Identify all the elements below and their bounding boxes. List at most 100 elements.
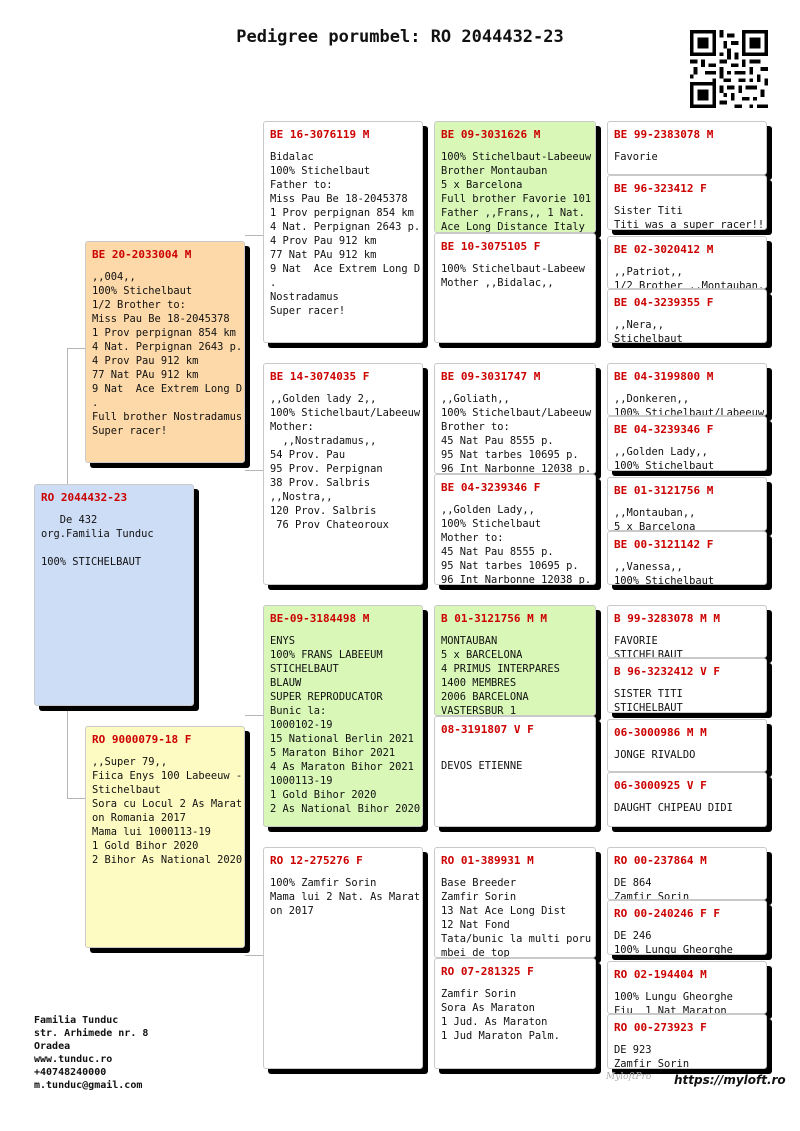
ring-number: BE 00-3121142 F	[614, 538, 714, 551]
connector-line	[67, 348, 68, 484]
ring-number: RO 02-194404 M	[614, 968, 707, 981]
gen3-card[interactable]: RO 07-281325 F Zamfir Sorin Sora As Mara…	[434, 958, 596, 1069]
pigeon-info: ,,004,, 100% Stichelbaut 1/2 Brother to:…	[92, 271, 243, 437]
pigeon-info: ,,Goliath,, 100% Stichelbaut/Labeeuw Bro…	[441, 393, 592, 474]
pigeon-info: DE 923 Zamfir Sorin	[614, 1044, 690, 1069]
pigeon-info: Base Breeder Zamfir Sorin 13 Nat Ace Lon…	[441, 877, 592, 958]
connector-line	[67, 798, 85, 799]
pigeon-info: Bidalac 100% Stichelbaut Father to: Miss…	[270, 151, 421, 317]
ring-number: BE 99-2383078 M	[614, 128, 714, 141]
ring-number: B 01-3121756 M M	[441, 612, 547, 625]
ring-number: RO 07-281325 F	[441, 965, 534, 978]
website-link[interactable]: https://myloft.ro	[674, 1073, 786, 1087]
pigeon-info: Sister Titi Titi was a super racer!!	[614, 205, 765, 230]
ring-number: BE 04-3199800 M	[614, 370, 714, 383]
gen4-card[interactable]: BE 04-3239355 F ,,Nera,, Stichelbaut	[607, 289, 767, 343]
granddam-maternal-card[interactable]: RO 12-275276 F 100% Zamfir Sorin Mama lu…	[263, 847, 423, 1069]
pigeon-info: DEVOS ETIENNE	[441, 760, 523, 772]
ring-number: BE 14-3074035 F	[270, 370, 370, 383]
gen4-card[interactable]: B 99-3283078 M M FAVORIE STICHELBAUT	[607, 605, 767, 658]
connector-line	[245, 715, 263, 716]
ring-number: BE 01-3121756 M	[614, 484, 714, 497]
ring-number: BE 02-3020412 M	[614, 243, 714, 256]
ring-number: BE 16-3076119 M	[270, 128, 370, 141]
subject-card[interactable]: RO 2044432-23 De 432 org.Familia Tunduc …	[34, 484, 194, 706]
gen4-card[interactable]: RO 00-273923 F DE 923 Zamfir Sorin	[607, 1014, 767, 1069]
pigeon-info: ,,Montauban,, 5 x Barcelona	[614, 507, 696, 531]
gen3-card[interactable]: BE 10-3075105 F 100% Stichelbaut-Labeew …	[434, 233, 596, 343]
gen4-card[interactable]: BE 99-2383078 M Favorie	[607, 121, 767, 175]
gen4-card[interactable]: RO 02-194404 M 100% Lungu Gheorghe Fiu 1…	[607, 961, 767, 1014]
ring-number: BE 04-3239346 F	[441, 481, 541, 494]
gen4-card[interactable]: BE 02-3020412 M ,,Patriot,, 1/2 Brother …	[607, 236, 767, 289]
ring-number: 06-3000986 M M	[614, 726, 707, 739]
gen3-fill: BE 09-3031626 M 100% Stichelbaut-Labeeuw…	[435, 122, 595, 233]
gen4-card[interactable]: RO 00-240246 F F DE 246 100% Lungu Gheor…	[607, 900, 767, 955]
gen4-card[interactable]: BE 04-3199800 M ,,Donkeren,, 100% Stiche…	[607, 363, 767, 416]
pigeon-info: ,,Nera,, Stichelbaut	[614, 319, 683, 343]
gen4-card[interactable]: BE 96-323412 F Sister Titi Titi was a su…	[607, 175, 767, 230]
ring-number: RO 12-275276 F	[270, 854, 363, 867]
pigeon-info: ,,Golden Lady,, 100% Stichelbaut Mother …	[441, 504, 592, 585]
owner-contact: Familia Tunduc str. Arhimede nr. 8 Orade…	[34, 1015, 149, 1091]
pigeon-info: De 432 org.Familia Tunduc 100% STICHELBA…	[41, 514, 154, 568]
ring-number: BE-09-3184498 M	[270, 612, 370, 625]
ring-number: BE 10-3075105 F	[441, 240, 541, 253]
ring-number: BE 20-2033004 M	[92, 248, 192, 261]
pigeon-info: Favorie	[614, 151, 658, 163]
signature-logo: MyloftPro	[606, 1072, 652, 1082]
pigeon-info: ,,Super 79,, Fiica Enys 100 Labeeuw - St…	[92, 756, 243, 866]
connector-line	[67, 348, 85, 349]
pigeon-info: 100% Stichelbaut-Labeeuw Brother Montaub…	[441, 151, 592, 233]
gen4-card[interactable]: BE 00-3121142 F ,,Vanessa,, 100% Stichel…	[607, 531, 767, 585]
gen4-card[interactable]: 06-3000986 M M JONGE RIVALDO	[607, 719, 767, 772]
ring-number: BE 04-3239346 F	[614, 423, 714, 436]
pigeon-info: DE 864 Zamfir Sorin	[614, 877, 690, 900]
gen4-card[interactable]: RO 00-237864 M DE 864 Zamfir Sorin	[607, 847, 767, 900]
connector-line	[245, 955, 263, 956]
connector-line	[67, 706, 68, 798]
gen3-card[interactable]: RO 01-389931 M Base Breeder Zamfir Sorin…	[434, 847, 596, 958]
gen3-card[interactable]: B 01-3121756 M M MONTAUBAN 5 x BARCELONA…	[434, 605, 596, 716]
gen3-card[interactable]: BE 09-3031747 M ,,Goliath,, 100% Stichel…	[434, 363, 596, 474]
ring-number: RO 01-389931 M	[441, 854, 534, 867]
pigeon-info: SISTER TITI STICHELBAUT	[614, 688, 683, 713]
ring-number: B 99-3283078 M M	[614, 612, 720, 625]
ring-number: RO 2044432-23	[41, 491, 128, 504]
ring-number: BE 04-3239355 F	[614, 296, 714, 309]
gen3-card[interactable]: BE 09-3031626 M 100% Stichelbaut-Labeeuw…	[434, 121, 596, 233]
gen4-card[interactable]: B 96-3232412 V F SISTER TITI STICHELBAUT	[607, 658, 767, 713]
connector-line	[245, 470, 263, 471]
gen4-card[interactable]: BE 04-3239346 F ,,Golden Lady,, 100% Sti…	[607, 416, 767, 471]
granddam-paternal-card[interactable]: BE 14-3074035 F ,,Golden lady 2,, 100% S…	[263, 363, 423, 585]
ring-number: B 96-3232412 V F	[614, 665, 720, 678]
pigeon-info: DAUGHT CHIPEAU DIDI	[614, 802, 733, 814]
ring-number: BE 09-3031747 M	[441, 370, 541, 383]
gen4-card[interactable]: BE 01-3121756 M ,,Montauban,, 5 x Barcel…	[607, 477, 767, 531]
connector-line	[245, 235, 263, 236]
ring-number: 06-3000925 V F	[614, 779, 707, 792]
gen3-card[interactable]: 08-3191807 V F DEVOS ETIENNE	[434, 716, 596, 827]
dam-card[interactable]: RO 9000079-18 F ,,Super 79,, Fiica Enys …	[85, 726, 245, 948]
gen4-card[interactable]: 06-3000925 V F DAUGHT CHIPEAU DIDI	[607, 772, 767, 827]
grandsire-maternal-card[interactable]: BE-09-3184498 M ENYS 100% FRANS LABEEUM …	[263, 605, 423, 827]
pigeon-info: ENYS 100% FRANS LABEEUM STICHELBAUT BLAU…	[270, 635, 421, 815]
pigeon-info: JONGE RIVALDO	[614, 749, 696, 761]
pigeon-info: ,,Golden lady 2,, 100% Stichelbaut/Labee…	[270, 393, 421, 531]
pigeon-info: 100% Zamfir Sorin Mama lui 2 Nat. As Mar…	[270, 877, 421, 917]
ring-number: RO 00-273923 F	[614, 1021, 707, 1034]
pigeon-info: 100% Lungu Gheorghe Fiu 1 Nat Maraton	[614, 991, 733, 1014]
page-title: Pedigree porumbel: RO 2044432-23	[236, 27, 564, 47]
ring-number: BE 96-323412 F	[614, 182, 707, 195]
qr-code-icon	[690, 30, 768, 108]
ring-number: 08-3191807 V F	[441, 723, 534, 736]
sire-card[interactable]: BE 20-2033004 M ,,004,, 100% Stichelbaut…	[85, 241, 245, 463]
pigeon-info: ,,Vanessa,, 100% Stichelbaut	[614, 561, 715, 585]
grandsire-paternal-card[interactable]: BE 16-3076119 M Bidalac 100% Stichelbaut…	[263, 121, 423, 343]
pigeon-info: ,,Patriot,, 1/2 Brother ,,Montauban,	[614, 266, 765, 289]
ring-number: BE 09-3031626 M	[441, 128, 541, 141]
pigeon-info: DE 246 100% Lungu Gheorghe	[614, 930, 733, 955]
gen3-card[interactable]: BE 04-3239346 F ,,Golden Lady,, 100% Sti…	[434, 474, 596, 585]
ring-number: RO 00-240246 F F	[614, 907, 720, 920]
ring-number: RO 00-237864 M	[614, 854, 707, 867]
